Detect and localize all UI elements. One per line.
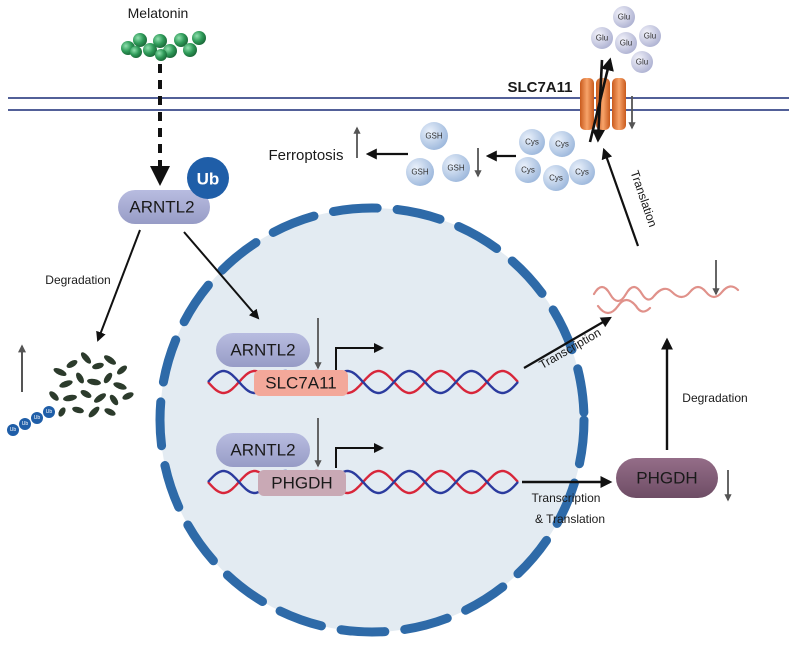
- svg-text:Cys: Cys: [575, 168, 589, 177]
- degradation-right-label: Degradation: [682, 391, 747, 405]
- arntl2-label: ARNTL2: [129, 198, 194, 217]
- svg-text:Cys: Cys: [549, 174, 563, 183]
- svg-text:Glu: Glu: [620, 39, 632, 48]
- svg-text:GSH: GSH: [425, 132, 443, 141]
- nuclear-arntl2-1: ARNTL2: [216, 333, 310, 367]
- svg-text:Glu: Glu: [618, 13, 630, 22]
- svg-text:ARNTL2: ARNTL2: [230, 341, 295, 360]
- degraded-protein-fragments: [49, 352, 134, 418]
- slc7a11-transporter-label: SLC7A11: [507, 79, 572, 96]
- melatonin-molecule: Melatonin: [121, 5, 206, 61]
- svg-text:Cys: Cys: [521, 166, 535, 175]
- cell-membrane: [8, 97, 789, 111]
- tss-arrow-phgdh: [335, 443, 384, 468]
- svg-text:Ub: Ub: [22, 421, 29, 427]
- melatonin-label: Melatonin: [128, 5, 189, 21]
- slc7a11-gene-label: SLC7A11: [265, 374, 337, 393]
- ferroptosis-label: Ferroptosis: [268, 147, 343, 164]
- slc7a11-gene-box: SLC7A11: [254, 370, 348, 396]
- transcription-arrow: [523, 316, 612, 369]
- svg-text:Cys: Cys: [525, 138, 539, 147]
- svg-text:GSH: GSH: [411, 168, 429, 177]
- degradation-left-label: Degradation: [45, 273, 110, 287]
- mrna-strand: [592, 285, 740, 315]
- translation-arrow: [601, 147, 640, 247]
- svg-text:Glu: Glu: [596, 34, 608, 43]
- glu-molecules: Glu Glu Glu Glu Glu: [591, 6, 661, 73]
- translation-label: Translation: [628, 169, 660, 229]
- ub-label: Ub: [197, 170, 220, 189]
- svg-text:Ub: Ub: [46, 409, 53, 415]
- svg-text:Ub: Ub: [34, 415, 41, 421]
- svg-text:Ub: Ub: [10, 427, 17, 433]
- gsh-molecules: GSH GSH GSH: [406, 122, 470, 186]
- ub-tag: Ub: [187, 157, 229, 199]
- phgdh-protein: PHGDH: [616, 458, 718, 498]
- nucleus: [155, 203, 589, 637]
- tss-arrow-slc7a11: [335, 343, 384, 370]
- nuclear-arntl2-2: ARNTL2: [216, 433, 310, 467]
- transcription-translation-label-2: & Translation: [535, 512, 605, 526]
- transcription-translation-label-1: Transcription: [532, 491, 601, 505]
- arntl2-to-nucleus-arrow: [183, 231, 260, 320]
- phgdh-protein-label: PHGDH: [636, 469, 697, 488]
- svg-text:GSH: GSH: [447, 164, 465, 173]
- ubiquitin-chain: Ub Ub Ub Ub: [7, 406, 55, 436]
- phgdh-gene-box: PHGDH: [258, 470, 346, 496]
- svg-text:Glu: Glu: [644, 32, 656, 41]
- svg-text:Glu: Glu: [636, 58, 648, 67]
- cytoplasm-arntl2: ARNTL2: [118, 190, 210, 224]
- transporter-import-arrow: [592, 59, 606, 143]
- svg-text:Cys: Cys: [555, 140, 569, 149]
- cys-molecules: Cys Cys Cys Cys Cys: [515, 129, 595, 191]
- svg-text:ARNTL2: ARNTL2: [230, 441, 295, 460]
- degradation-left-arrow: [96, 229, 141, 342]
- phgdh-gene-label: PHGDH: [271, 474, 332, 493]
